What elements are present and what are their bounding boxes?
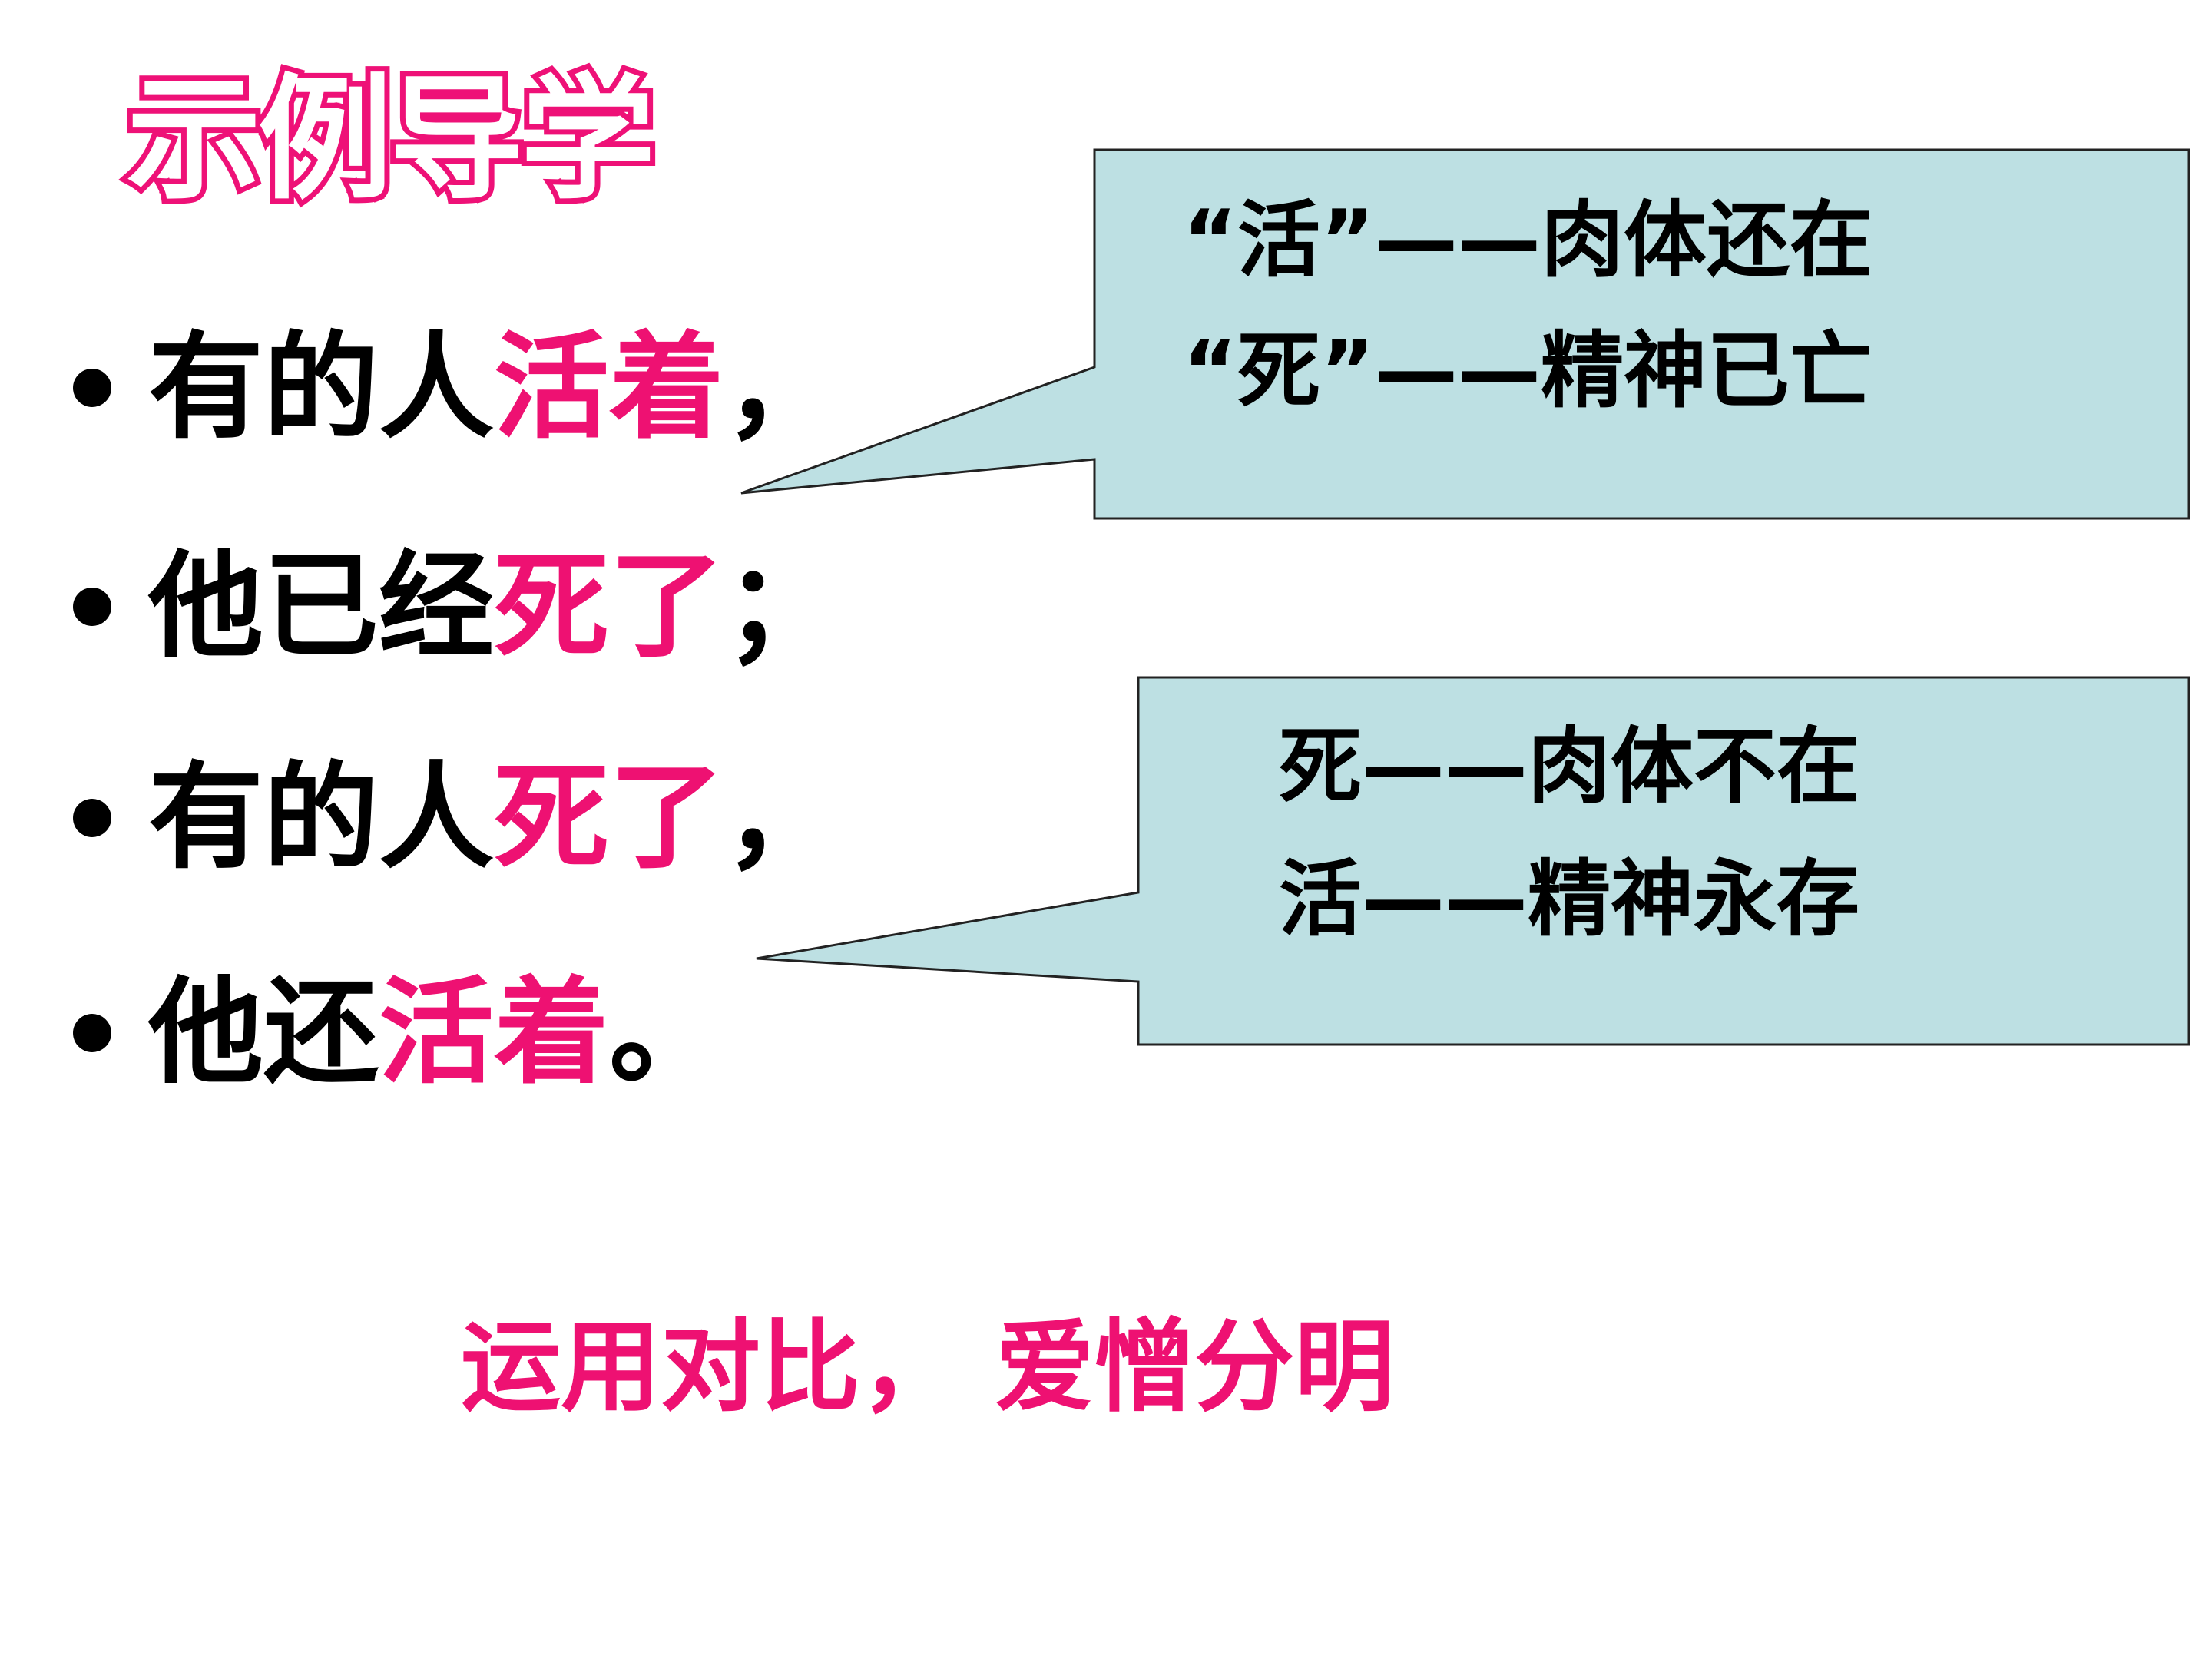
- bullet-item: 有的人死了，: [73, 760, 839, 876]
- bullet-highlight: 死了: [494, 540, 725, 674]
- bullet-highlight: 死了: [494, 751, 725, 885]
- bullet-highlight: 活着: [379, 966, 610, 1100]
- bullet-punct: 。: [609, 966, 725, 1100]
- bullet-punct: ，: [724, 321, 840, 455]
- bullet-item: 他已经死了；: [73, 549, 839, 664]
- bullet-item: 有的人活着，: [73, 330, 839, 445]
- bullet-highlight: 活着: [494, 321, 725, 455]
- callout-bottom-line-2: 活——精神永存: [1279, 852, 1860, 948]
- bullet-text: 他还: [148, 966, 379, 1100]
- bullet-dot: [73, 1014, 111, 1052]
- slide-title: 示例导学: [121, 62, 661, 218]
- callout-bottom-line-1: 死——肉体不在: [1279, 719, 1860, 815]
- bullet-dot: [73, 588, 111, 626]
- bullet-punct: ，: [724, 751, 840, 885]
- bullet-punct: ；: [724, 540, 840, 674]
- callout-bottom-shape: [756, 676, 2190, 1046]
- callout-top-line-2: “死”——精神已亡: [1183, 323, 1873, 419]
- callout-top-shape: [740, 148, 2190, 520]
- bullet-item: 他还活着。: [73, 975, 724, 1091]
- bullet-dot: [73, 369, 111, 407]
- summary-text: 运用对比， 爱憎分明: [461, 1309, 1395, 1426]
- bullet-text: 他已经: [148, 540, 495, 674]
- callout-top-line-1: “活”——肉体还在: [1183, 193, 1873, 289]
- bullet-dot: [73, 799, 111, 837]
- bullet-text: 有的人: [148, 751, 495, 885]
- bullet-text: 有的人: [148, 321, 495, 455]
